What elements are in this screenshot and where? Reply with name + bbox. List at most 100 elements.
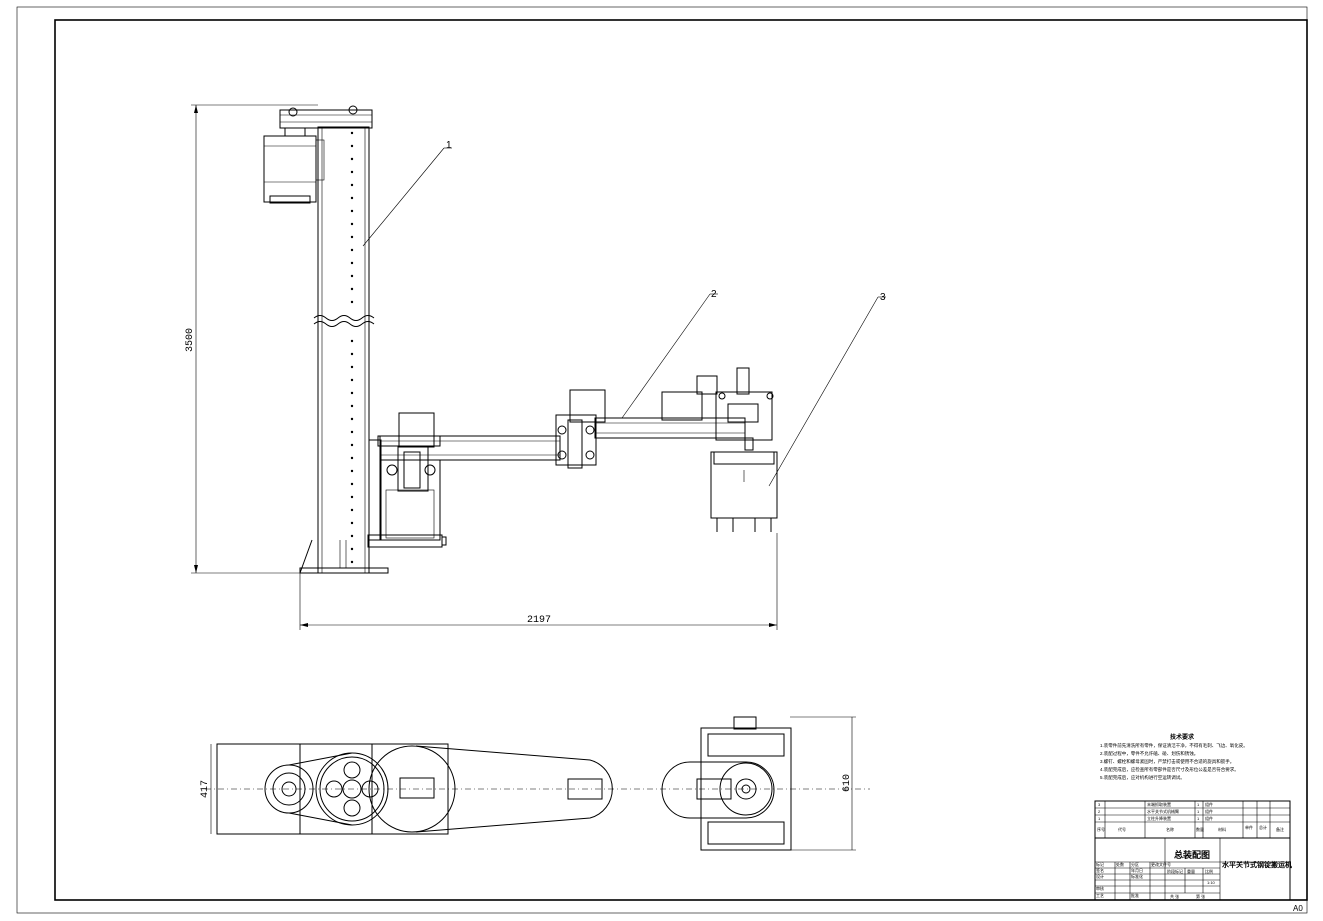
column-hole <box>350 300 354 304</box>
hdr-single: 单件 <box>1245 824 1253 830</box>
column-hole <box>350 235 354 239</box>
stage-mark: 阶段标记 <box>1167 868 1183 874</box>
sign-standard: 标准化 <box>1131 873 1143 879</box>
stage-scale: 比例 <box>1205 868 1213 874</box>
column-hole <box>350 131 354 135</box>
column-hole <box>350 261 354 265</box>
product-name: 水平关节式钢锭搬运机 <box>1222 860 1292 869</box>
column-hole <box>350 482 354 486</box>
column-hole <box>350 456 354 460</box>
column-hole <box>350 352 354 356</box>
top-pulley-housing <box>279 109 373 129</box>
hdr-qty: 数量 <box>1196 826 1204 832</box>
column-hole <box>350 287 354 291</box>
plan-view: 417 610 <box>200 716 870 851</box>
technical-notes: 技术要求 1.装零件前先清洗所有零件，保证清洁干净，不得有毛刺、飞边、氧化皮。 … <box>1100 733 1248 781</box>
stage-weight: 重量 <box>1187 868 1195 874</box>
note-line-5: 5.装配完成后，应对机构进行空运转调试。 <box>1100 774 1185 781</box>
column-hole <box>350 183 354 187</box>
column-holes: /* placeholder */ <box>350 131 354 564</box>
sheet-size-label: A0 <box>1293 904 1303 913</box>
note-line-3: 3.螺钉、螺栓和螺母紧固时，严禁打击或使用不合适的旋具和扳手。 <box>1100 758 1234 765</box>
column-hole <box>350 391 354 395</box>
sign-date: 年月日 <box>1131 867 1143 873</box>
dim-plan-depth-left: 417 <box>200 780 211 798</box>
column-hole <box>350 404 354 408</box>
column-hole <box>350 222 354 226</box>
hdr-total: 总计 <box>1259 824 1267 830</box>
column-hole <box>350 209 354 213</box>
drawing-title: 总装配图 <box>1174 849 1210 860</box>
dim-total-length: 2197 <box>527 615 551 626</box>
row-2-name: 水平关节式机械臂 <box>1147 808 1179 814</box>
sign-review: 审核 <box>1096 885 1104 891</box>
inner-border <box>54 19 1308 901</box>
scale-value: 1:10 <box>1207 880 1216 885</box>
note-line-1: 1.装零件前先清洗所有零件，保证清洁干净，不得有毛刺、飞边、氧化皮。 <box>1100 742 1248 749</box>
column-hole <box>350 469 354 473</box>
part-label-1: 1 <box>446 140 452 151</box>
arm-link-1 <box>379 435 561 461</box>
row-1-qty: 1 <box>1197 816 1200 821</box>
row-2-no: 2 <box>1098 809 1101 814</box>
row-3-no: 3 <box>1098 802 1101 807</box>
joint2-motor <box>569 389 606 423</box>
hdr-name: 名称 <box>1166 826 1174 832</box>
sign-count: 处数 <box>1116 861 1124 867</box>
sign-design: 设计 <box>1096 873 1104 879</box>
column-hole <box>350 248 354 252</box>
sign-approve: 批准 <box>1131 892 1139 898</box>
part-label-3: 3 <box>880 292 886 303</box>
note-line-2: 2.装配过程中，零件不允许磕、碰、划伤和锈蚀。 <box>1100 750 1198 757</box>
elevation-view: /* placeholder */ <box>185 104 886 630</box>
row-3-name: 末端抓取装置 <box>1147 801 1171 807</box>
column-hole <box>350 443 354 447</box>
dim-total-height: 3500 <box>185 328 196 352</box>
column-hole <box>350 534 354 538</box>
column-hole <box>350 170 354 174</box>
sheet-current: 第 张 <box>1196 893 1205 899</box>
column-hole <box>350 560 354 564</box>
column-hole <box>350 144 354 148</box>
row-3-qty: 1 <box>1197 802 1200 807</box>
column-hole <box>350 417 354 421</box>
column-hole <box>350 430 354 434</box>
arm-link-2 <box>594 417 746 439</box>
column-hole <box>350 339 354 343</box>
column <box>317 126 370 574</box>
sign-change-no: 更改文件号 <box>1151 861 1171 867</box>
gripper <box>710 451 778 519</box>
row-1-note: 组件 <box>1205 815 1213 821</box>
sign-zone: 分区 <box>1131 861 1139 867</box>
column-hole <box>350 157 354 161</box>
row-3-note: 组件 <box>1205 801 1213 807</box>
sign-process: 工艺 <box>1096 893 1104 898</box>
column-hole <box>350 274 354 278</box>
title-block: 3 末端抓取装置 1 组件 2 水平关节式机械臂 1 组件 1 立柱升降装置 1… <box>1094 800 1292 901</box>
row-1-name: 立柱升降装置 <box>1147 815 1171 821</box>
sign-signature: 签名 <box>1096 867 1104 873</box>
column-hole <box>350 378 354 382</box>
sheet-total: 共 张 <box>1170 893 1179 899</box>
column-hole <box>350 547 354 551</box>
joint1-motor <box>398 412 435 448</box>
column-hole <box>350 196 354 200</box>
column-hole <box>350 521 354 525</box>
notes-title: 技术要求 <box>1170 733 1195 741</box>
column-hole <box>350 495 354 499</box>
hdr-no: 序号 <box>1097 826 1105 832</box>
hdr-remark: 备注 <box>1276 826 1284 832</box>
column-hole <box>350 365 354 369</box>
gripper-plan <box>700 727 792 851</box>
column-hole <box>350 508 354 512</box>
dim-plan-depth-right: 610 <box>842 774 853 792</box>
row-2-note: 组件 <box>1205 808 1213 814</box>
part-label-2: 2 <box>711 289 717 300</box>
row-2-qty: 1 <box>1197 809 1200 814</box>
row-1-no: 1 <box>1098 816 1101 821</box>
note-line-4: 4.装配完成后，应检查所有零部件是否尺寸及形位公差是否符合要求。 <box>1100 766 1239 773</box>
hdr-material: 材料 <box>1218 826 1226 832</box>
hdr-code: 代号 <box>1118 826 1126 832</box>
sign-mark: 标记 <box>1096 861 1104 867</box>
